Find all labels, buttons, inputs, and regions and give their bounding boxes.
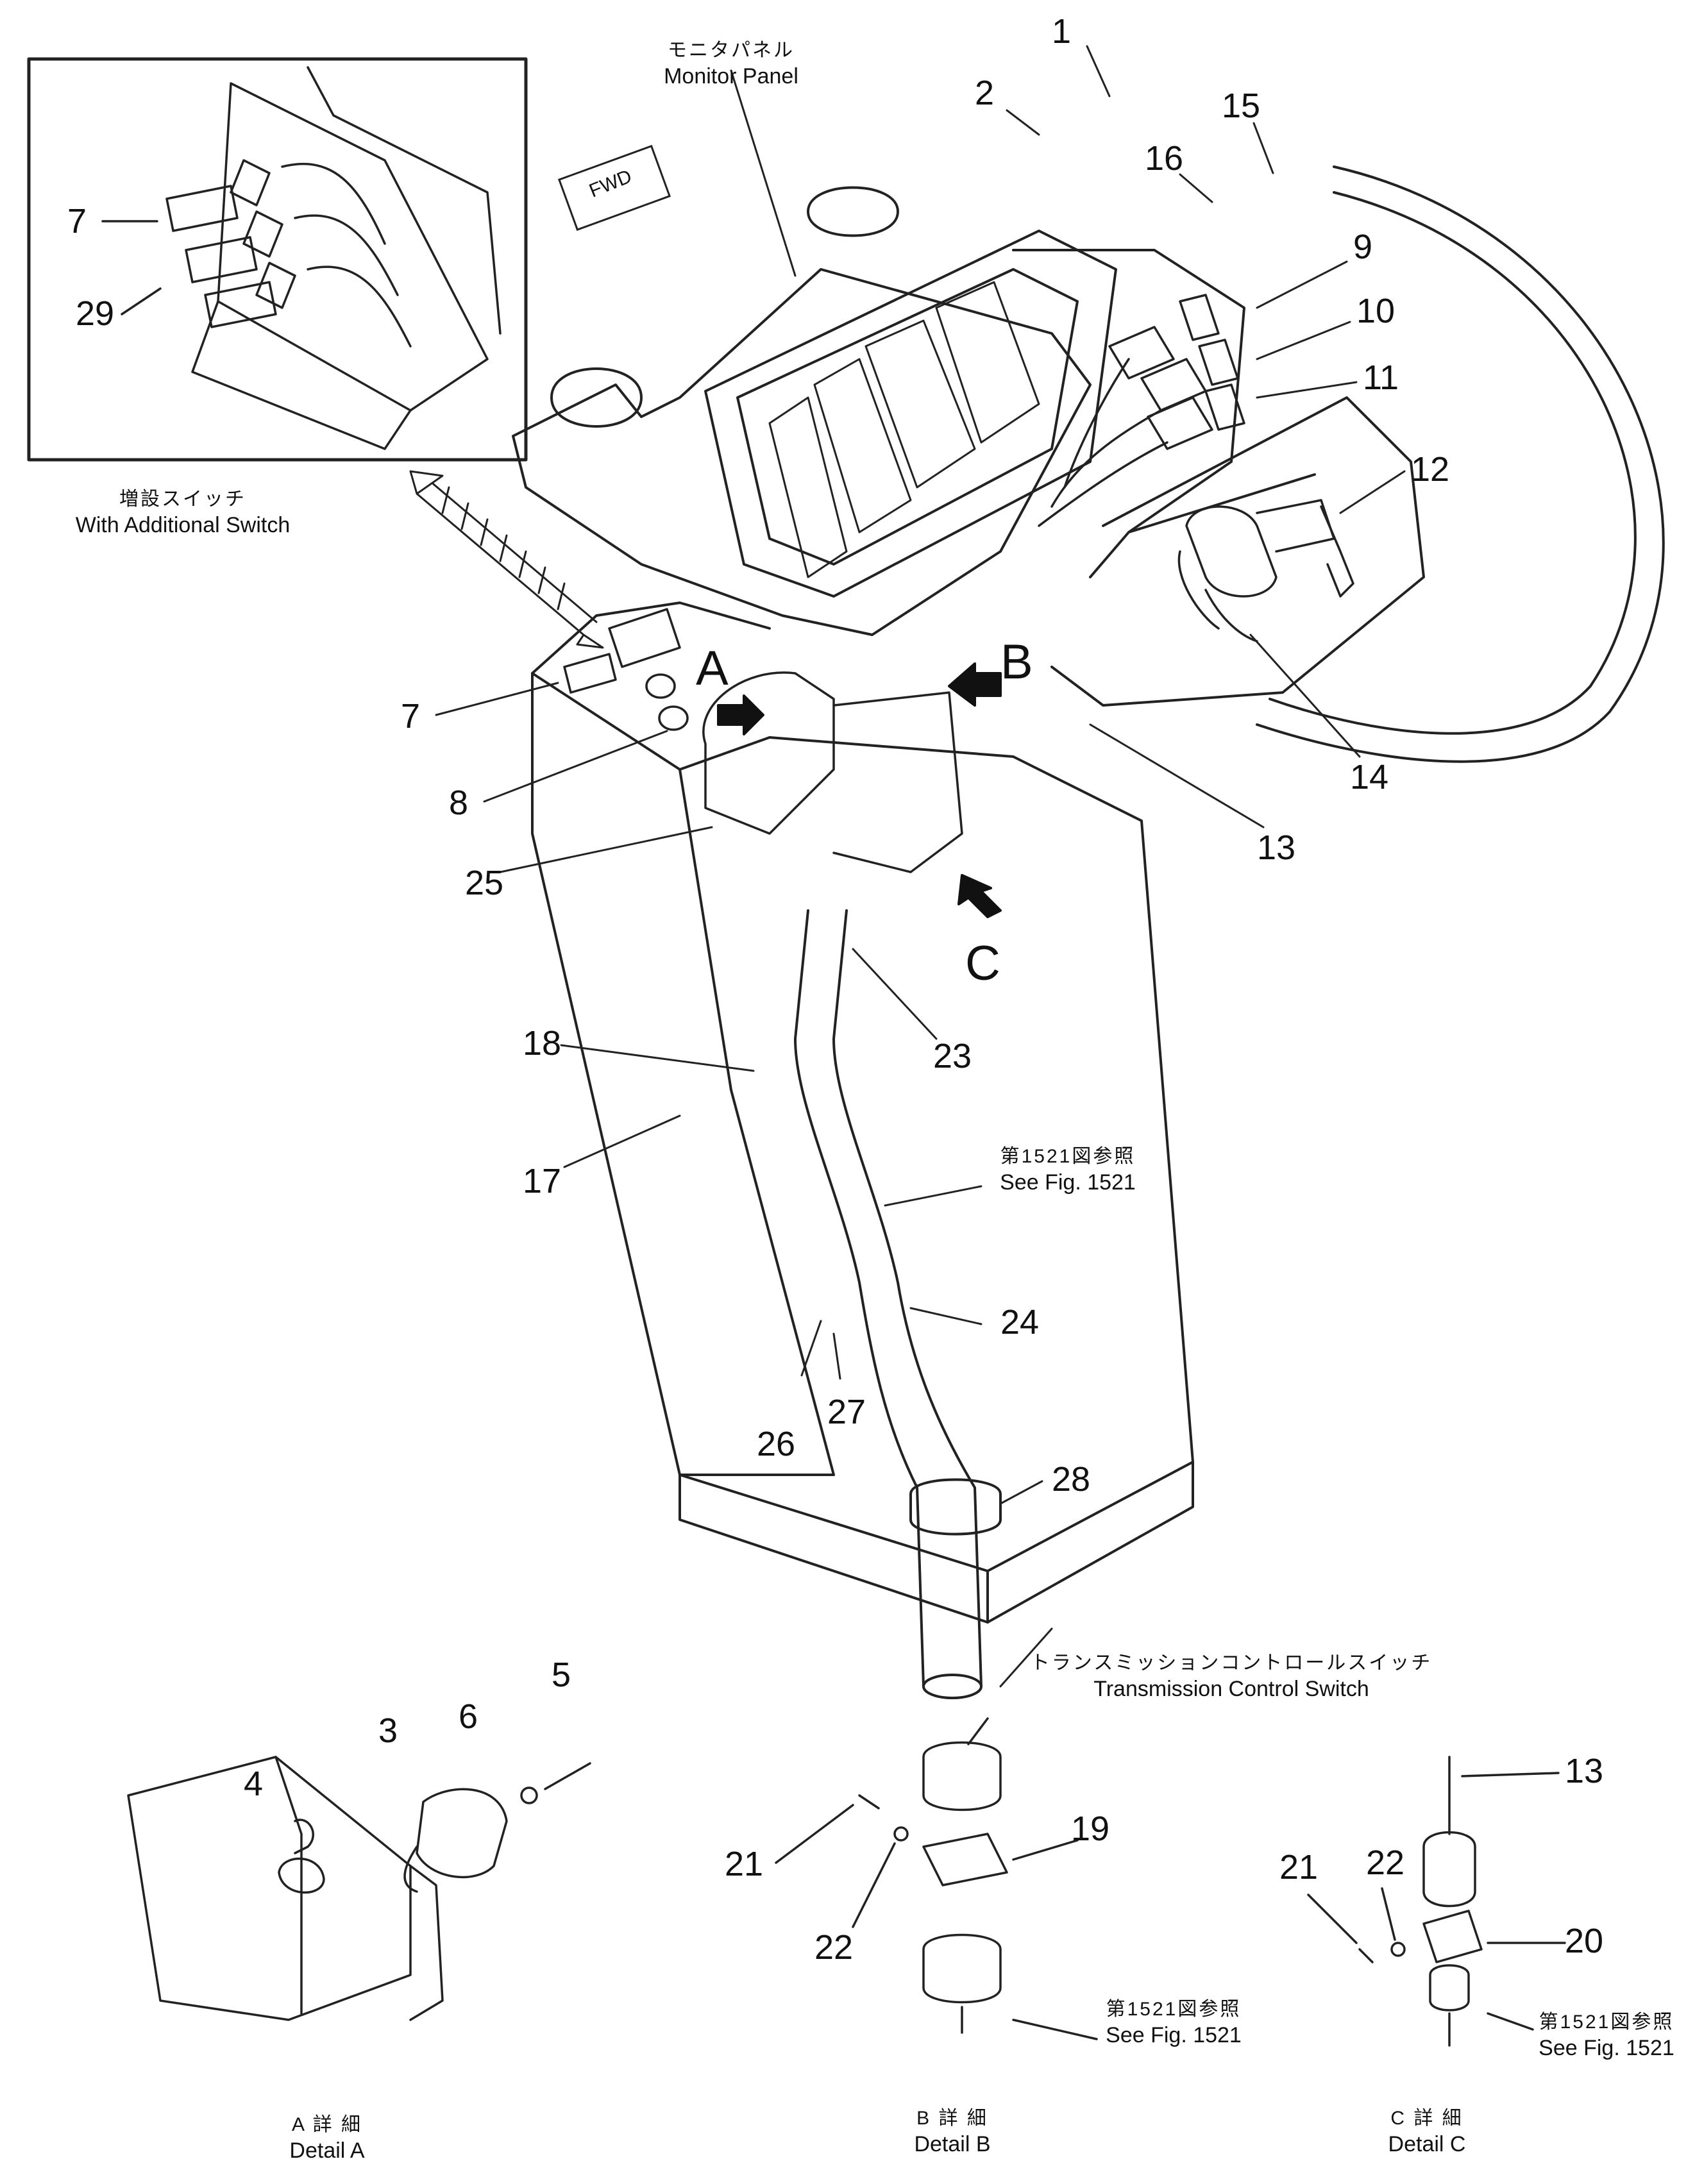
callout-26: 26 (757, 1425, 796, 1463)
monitor-panel-windows (768, 281, 1040, 578)
callout-13: 13 (1257, 828, 1296, 867)
view-letter-b: B (1000, 635, 1033, 689)
switch-bank (1038, 294, 1245, 527)
callout-11: 11 (1363, 358, 1399, 397)
monitor-panel-en: Monitor Panel (664, 63, 798, 88)
see-fig-b-en: See Fig. 1521 (1106, 2022, 1242, 2047)
transmission-switch-en: Transmission Control Switch (1093, 1676, 1369, 1701)
callout-10: 10 (1356, 292, 1396, 330)
see-fig-b-ja: 第1521図参照 (1106, 1999, 1242, 2020)
callout-12: 12 (1411, 450, 1450, 489)
see-fig-c-en: See Fig. 1521 (1539, 2035, 1674, 2060)
callout-17: 17 (523, 1162, 562, 1200)
callout-4: 4 (244, 1765, 264, 1803)
callout-5: 5 (552, 1656, 571, 1694)
callout-21-b: 21 (725, 1845, 764, 1883)
detail-b-caption: B 詳 細 Detail B (882, 2106, 1023, 2158)
transmission-switch-label: トランスミッションコントロールスイッチ Transmission Control… (1000, 1651, 1462, 1702)
callout-22-b: 22 (814, 1928, 854, 1967)
callout-19: 19 (1071, 1810, 1110, 1848)
detail-b-drawing (775, 1717, 1098, 2040)
callout-6: 6 (459, 1697, 478, 1736)
harness-tube (794, 909, 1002, 1699)
inset-frame (27, 57, 528, 462)
callout-27: 27 (827, 1393, 866, 1431)
callout-16: 16 (1145, 139, 1184, 178)
callout-24: 24 (1000, 1303, 1040, 1341)
inset-callout-29: 29 (76, 294, 115, 333)
see-fig-main-en: See Fig. 1521 (1000, 1170, 1136, 1195)
transmission-switch-ja: トランスミッションコントロールスイッチ (1030, 1652, 1433, 1674)
detail-a-drawing (127, 1756, 591, 2021)
see-fig-main: 第1521図参照 See Fig. 1521 (984, 1145, 1151, 1196)
callout-9: 9 (1353, 228, 1373, 266)
inset-caption: 増設スイッチ With Additional Switch (61, 487, 305, 539)
callout-1: 1 (1052, 12, 1072, 51)
callout-20: 20 (1565, 1922, 1604, 1960)
console-body (512, 186, 1425, 1624)
callout-21-c: 21 (1279, 1848, 1319, 1886)
callout-15: 15 (1222, 87, 1261, 125)
inset-switch-illustration (101, 66, 502, 450)
detail-c-en: Detail C (1388, 2131, 1466, 2156)
arrow-b (948, 662, 1002, 707)
inset-link-arrow (409, 470, 604, 649)
detail-b-en: Detail B (914, 2131, 991, 2156)
key-switch (1177, 499, 1354, 643)
view-letter-a: A (696, 641, 729, 696)
callout-25: 25 (465, 864, 504, 902)
callout-8: 8 (449, 784, 469, 822)
detail-c-caption: C 詳 細 Detail C (1356, 2106, 1497, 2158)
detail-b-ja: B 詳 細 (916, 2108, 988, 2129)
detail-c-drawing (1307, 1756, 1566, 2047)
callout-2: 2 (975, 74, 995, 112)
callout-13-c: 13 (1565, 1752, 1604, 1790)
callout-23: 23 (933, 1037, 972, 1075)
hose (1269, 191, 1637, 735)
callout-7: 7 (401, 697, 421, 735)
see-fig-c-ja: 第1521図参照 (1539, 2012, 1674, 2033)
inset-caption-en: With Additional Switch (75, 512, 291, 537)
arrow-c (957, 874, 1002, 918)
detail-a-caption: A 詳 細 Detail A (257, 2113, 398, 2164)
callout-18: 18 (523, 1024, 562, 1063)
left-switch (563, 608, 963, 873)
callout-22-c: 22 (1366, 1844, 1405, 1882)
see-fig-b: 第1521図参照 See Fig. 1521 (1090, 1997, 1257, 2049)
detail-c-ja: C 詳 細 (1390, 2108, 1463, 2129)
see-fig-main-ja: 第1521図参照 (1000, 1146, 1136, 1167)
detail-a-en: Detail A (289, 2138, 365, 2163)
see-fig-c: 第1521図参照 See Fig. 1521 (1523, 2010, 1690, 2062)
leader-lines (435, 45, 1406, 1688)
inset-caption-ja: 増設スイッチ (119, 489, 246, 510)
arrow-a (717, 694, 764, 735)
callout-3: 3 (378, 1711, 398, 1750)
callout-28: 28 (1052, 1460, 1091, 1499)
detail-a-ja: A 詳 細 (291, 2114, 363, 2135)
inset-callout-7: 7 (67, 202, 87, 240)
monitor-panel-label: モニタパネル Monitor Panel (645, 38, 818, 90)
view-letter-c: C (965, 936, 1000, 991)
monitor-panel-ja: モニタパネル (668, 40, 795, 61)
callout-14: 14 (1350, 758, 1389, 796)
